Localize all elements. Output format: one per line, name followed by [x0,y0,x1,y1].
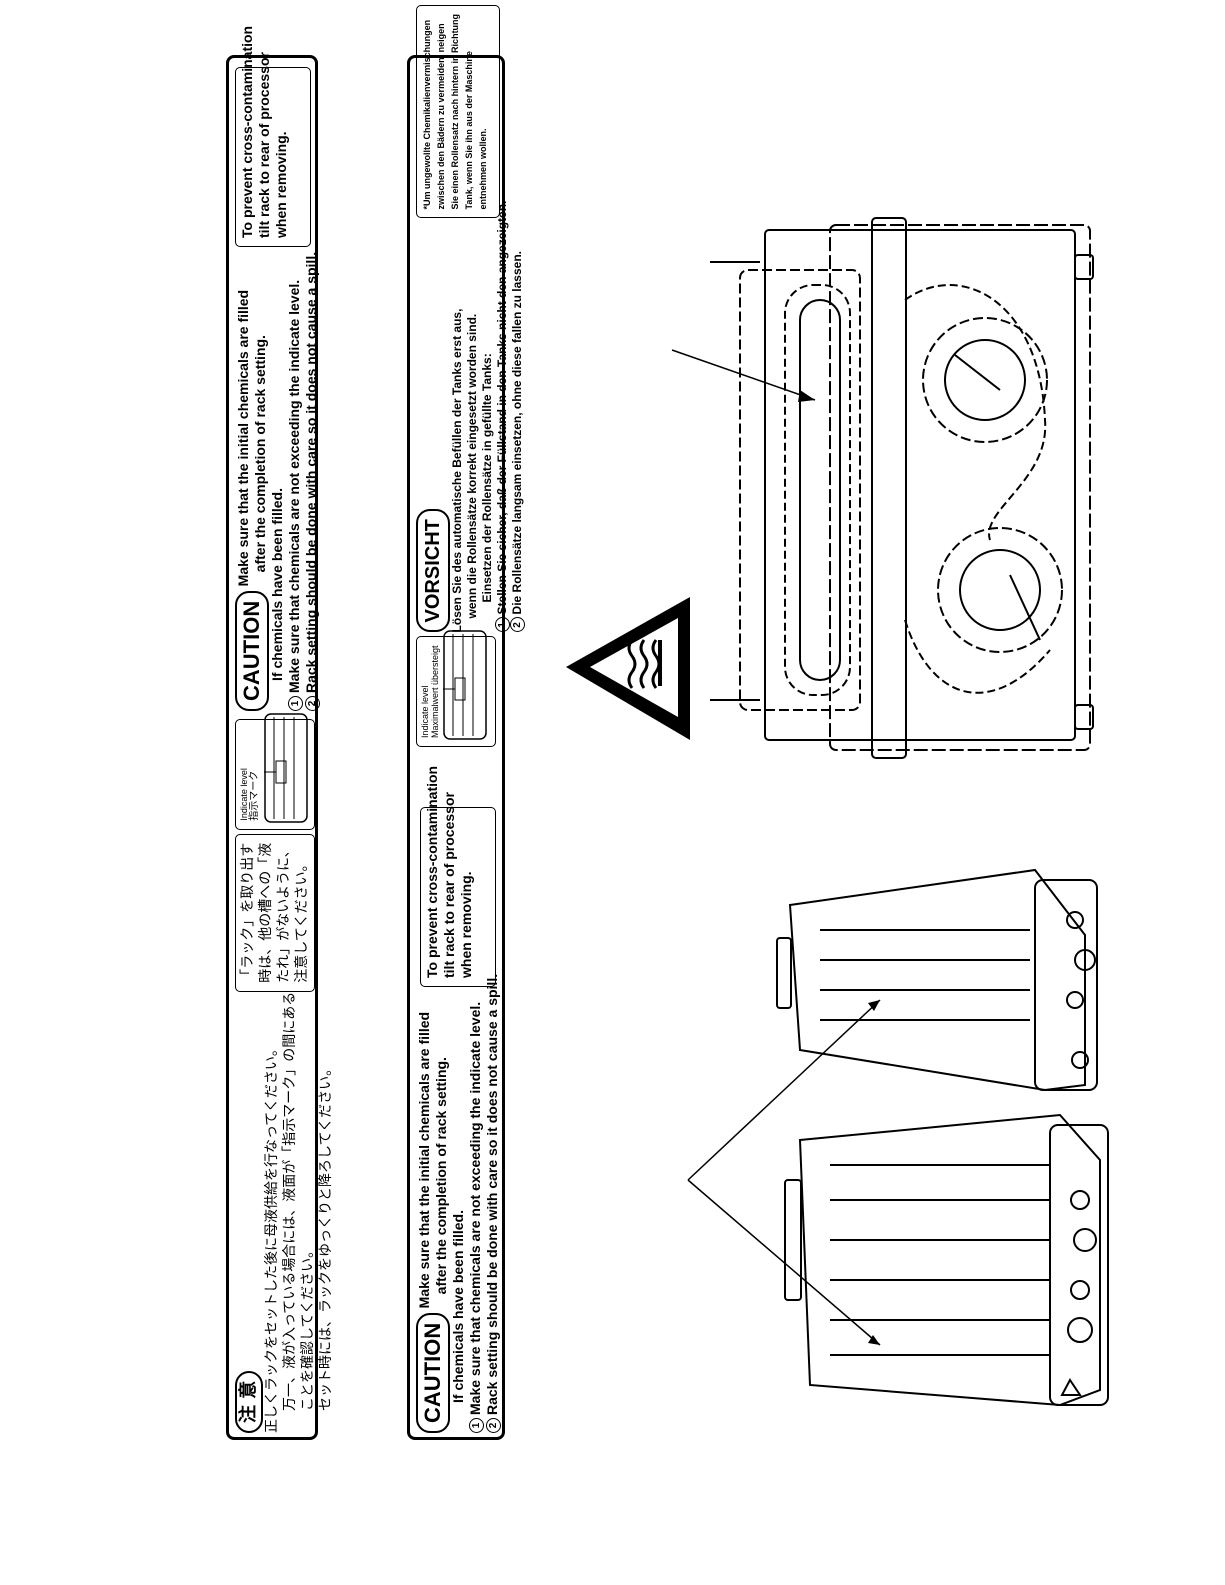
en-sub-line: If chemicals have been filled. [269,488,285,681]
level-gauge-icon [443,630,487,740]
jp-box-line: 「ラック」を取り出す [240,842,256,983]
en-intro-line: after the completion of rack setting. [252,335,268,573]
item-number: 2 [486,1418,501,1433]
indicate-level-diagram: Indicate level 指示マーク [235,712,315,830]
en-item-line: Make sure that chemicals are not exceedi… [467,1001,483,1415]
en-item-line: Rack setting should be done with care so… [303,251,319,693]
de-box-line: Tank, wenn Sie ihn aus der Maschine [464,51,474,210]
indicate-level-mark-label: 指示マーク [249,770,260,821]
en-sub-line: If chemicals have been filled. [450,1210,466,1403]
en-item-line: Make sure that chemicals are not exceedi… [286,279,302,693]
jp-line: ことを確認してください。 [300,1243,316,1411]
en-box-line: tilt rack to rear of processor [441,792,457,978]
level-gauge-icon [264,712,308,823]
en-item-line: Rack setting should be done with care so… [484,973,500,1415]
caution-label-japanese-english: 注 意 正しくラックをセットした後に母液供給を行なってください。 万一、液が入っ… [226,25,334,1440]
caution-label-english-german: CAUTION Make sure that the initial chemi… [407,4,525,1440]
en-box-line: when removing. [273,131,289,238]
en-removal-note-box: To prevent cross-contamination tilt rack… [420,765,496,987]
de-box-line: zwischen den Bädern zu vermeiden, neigen [436,23,446,210]
item-number: 2 [305,696,320,711]
de-box-line: *Um ungewollte Chemikalienvermischungen [422,19,432,210]
en-caution-block: CAUTION Make sure that the initial chemi… [235,252,320,711]
caution-badge: CAUTION [235,590,269,711]
jp-box-line: 注意してください。 [294,857,310,983]
en-removal-note-box: To prevent cross-contamination tilt rack… [235,25,311,247]
de-caution-block: VORSICHT Lösen Sie des automatische Befü… [416,201,525,633]
item-number: 1 [288,696,303,711]
de-box-line: entnehmen wollen. [478,128,488,210]
hot-surface-warning-icon [566,597,690,740]
jp-line: 万一、液が入っている場合には、液面が「指示マーク」の間にある [282,991,298,1411]
indicate-level-label: Indicate level [239,768,249,821]
en-intro-line: Make sure that the initial chemicals are… [235,289,251,587]
de-removal-note-box: *Um ungewollte Chemikalienvermischungen … [416,4,500,219]
rack-diagram [784,1113,1109,1407]
de-item-line: Die Rollensätze langsam einsetzen, ohne … [510,251,524,615]
de-box-line: Sie einen Rollensatz nach hintern in Ric… [450,13,460,210]
en-box-line: when removing. [458,871,474,978]
item-number: 1 [495,617,510,633]
en-box-line: To prevent cross-contamination [239,25,255,238]
indicate-level-label: Indicate level [420,685,430,738]
jp-caution-block: 注 意 正しくラックをセットした後に母液供給を行なってください。 万一、液が入っ… [235,992,335,1433]
rack-diagram [776,868,1098,1092]
processor-tank-diagram [710,217,1094,759]
de-sub-line: Einsetzen der Rollensätze in gefüllte Ta… [480,353,494,603]
en-intro-line: Make sure that the initial chemicals are… [416,1011,432,1309]
de-intro-line: Lösen Sie des automatische Befüllen der … [450,308,464,633]
en-box-line: To prevent cross-contamination [424,765,440,978]
en-intro-line: after the completion of rack setting. [433,1057,449,1295]
jp-box-line: 時は、他の槽への「液 [258,842,274,983]
de-item-line: Stellen Sie sicher, daß der Füllstand in… [495,200,509,615]
jp-line: セット時には、ラックをゆっくりと降ろしてください。 [318,1061,334,1411]
en-caution-block: CAUTION Make sure that the initial chemi… [416,974,501,1433]
en-box-line: tilt rack to rear of processor [256,52,272,238]
jp-box-line: たれ」がないように、 [276,843,292,983]
indicate-level-diagram: Indicate level Maximalwert übersteigt [416,630,496,747]
item-number: 2 [510,617,525,633]
de-intro-line: wenn die Rollensätze korrekt eingesetzt … [465,313,479,619]
jp-line: 正しくラックをセットした後に母液供給を行なってください。 [264,1042,280,1433]
item-number: 1 [469,1418,484,1433]
jp-removal-note-box: 「ラック」を取り出す 時は、他の槽への「液 たれ」がないように、 注意してくださ… [235,833,315,992]
indicate-level-max-label: Maximalwert übersteigt [430,645,440,738]
vorsicht-badge: VORSICHT [416,509,450,633]
jp-caution-badge: 注 意 [235,1370,263,1433]
caution-badge: CAUTION [416,1312,450,1433]
